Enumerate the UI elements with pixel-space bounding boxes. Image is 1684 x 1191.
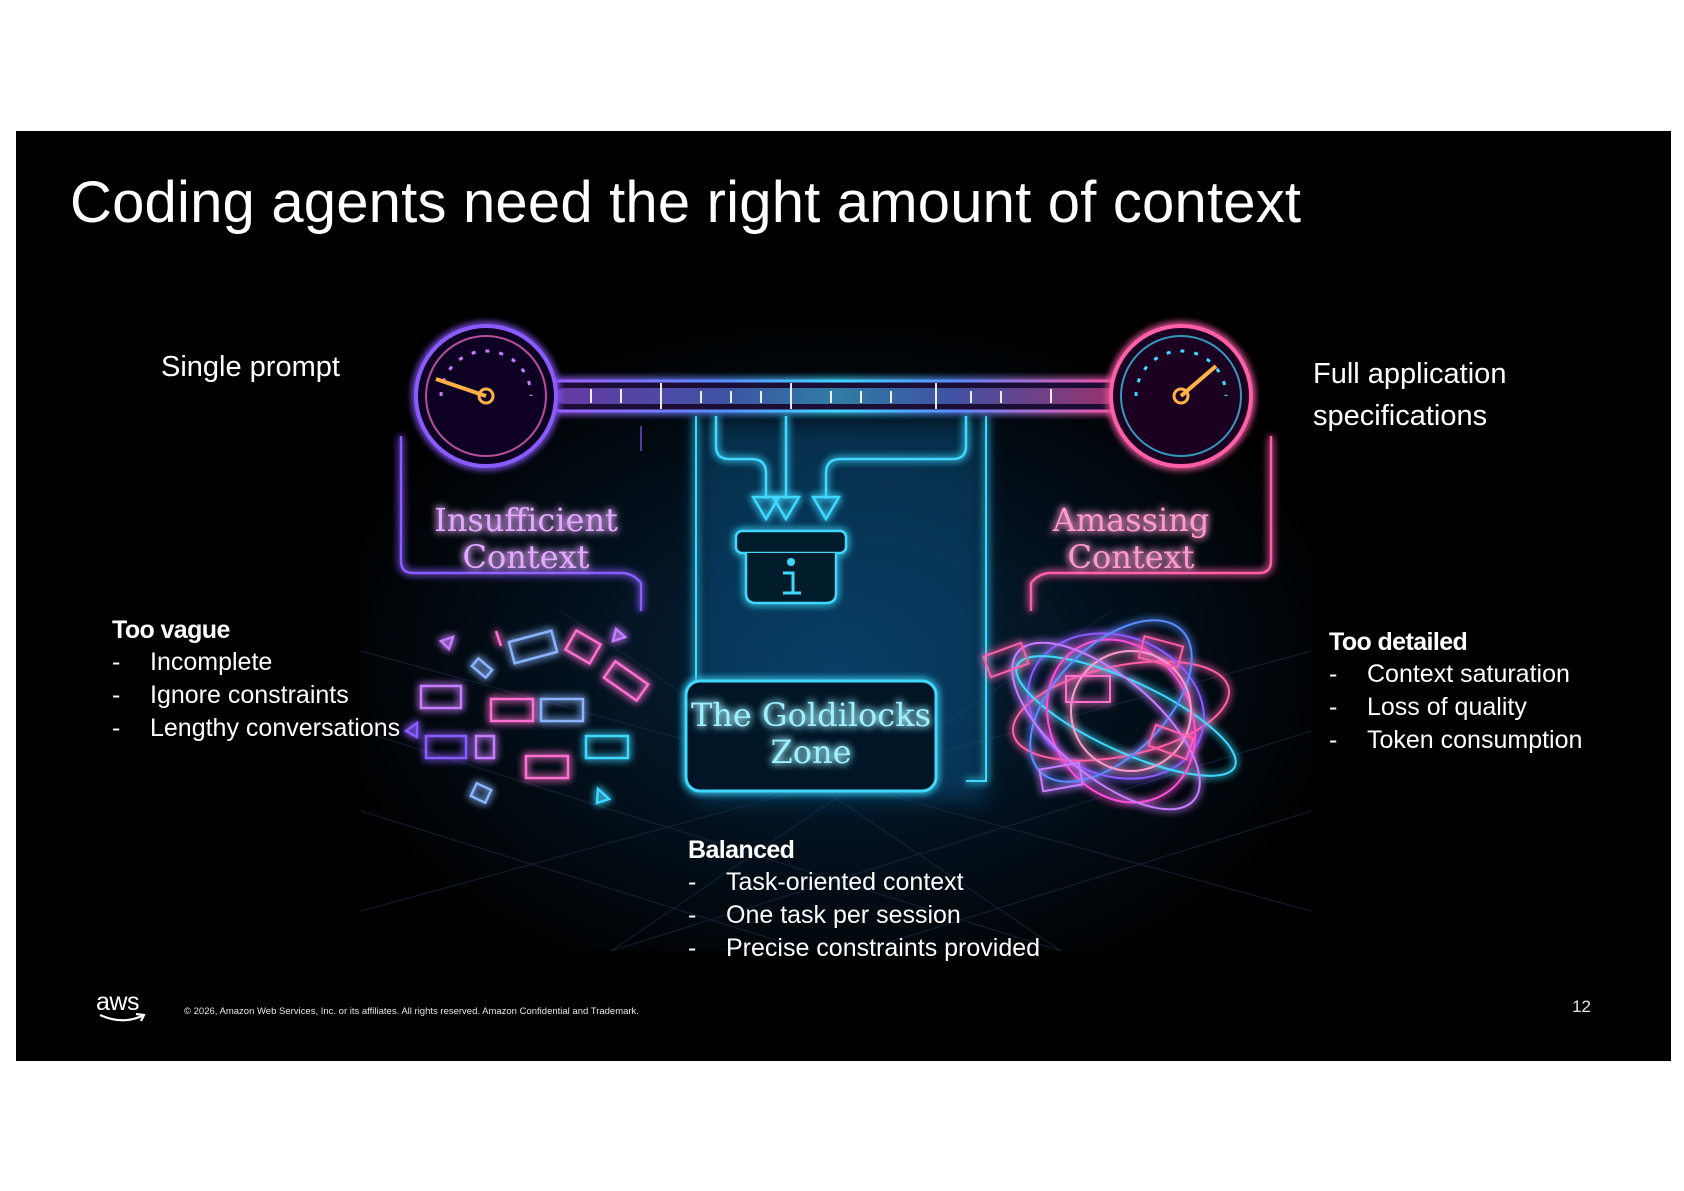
balanced-list: - Task-oriented context - One task per ses… bbox=[688, 866, 1040, 965]
list-item-text: Precise constraints provided bbox=[726, 934, 1041, 962]
list-item: - Task-oriented context bbox=[688, 866, 1040, 899]
list-dash: - bbox=[112, 681, 121, 709]
list-item-text: Context saturation bbox=[1367, 660, 1570, 688]
list-item: - Incomplete bbox=[112, 646, 400, 679]
right-panel-frame bbox=[1029, 436, 1273, 611]
list-dash: - bbox=[112, 648, 121, 676]
list-item-text: Incomplete bbox=[150, 648, 273, 676]
list-item: - Ignore constraints bbox=[112, 679, 400, 712]
info-box-icon bbox=[734, 529, 848, 605]
list-item-text: Loss of quality bbox=[1367, 693, 1527, 721]
too-vague-list: - Incomplete - Ignore constraints - Lengthy… bbox=[112, 646, 400, 745]
list-dash: - bbox=[1329, 726, 1338, 754]
aws-logo: aws bbox=[96, 989, 150, 1023]
list-dash: - bbox=[1329, 693, 1338, 721]
list-item: - One task per session bbox=[688, 899, 1040, 932]
list-item-text: Task-oriented context bbox=[726, 868, 964, 896]
gauge-icon bbox=[1109, 324, 1253, 468]
meter-ticks bbox=[590, 383, 1052, 409]
full-specs-label-line1: Full application bbox=[1313, 358, 1507, 390]
context-meter-fill bbox=[556, 388, 1116, 404]
list-dash: - bbox=[112, 714, 121, 742]
list-item: - Precise constraints provided bbox=[688, 932, 1040, 965]
goldilocks-line1: The Goldilocks bbox=[691, 696, 931, 734]
list-item-text: Token consumption bbox=[1367, 726, 1583, 754]
left-panel-line1: Insufficient bbox=[434, 501, 618, 539]
too-detailed-list: - Context saturation - Loss of quality - To… bbox=[1329, 658, 1582, 757]
right-panel-line2: Context bbox=[1067, 538, 1194, 576]
too-detailed-section: Too detailed - Context saturation - Loss o… bbox=[1329, 626, 1582, 757]
list-item: - Token consumption bbox=[1329, 724, 1582, 757]
list-dash: - bbox=[688, 934, 697, 962]
list-dash: - bbox=[688, 901, 697, 929]
goldilocks-box bbox=[684, 679, 938, 793]
page-number: 12 bbox=[1572, 997, 1591, 1016]
right-panel-line1: Amassing bbox=[1052, 501, 1210, 539]
context-diagram: Insufficient Context Amassing Context Th… bbox=[361, 311, 1311, 951]
scattered-blocks bbox=[403, 626, 650, 805]
list-item: - Lengthy conversations bbox=[112, 712, 400, 745]
single-prompt-label: Single prompt bbox=[161, 351, 340, 383]
full-specs-label: Full application specifications bbox=[1313, 353, 1506, 437]
down-arrow-icon bbox=[714, 416, 968, 522]
list-item-text: Lengthy conversations bbox=[150, 714, 401, 742]
too-vague-section: Too vague - Incomplete - Ignore constraint… bbox=[112, 614, 400, 745]
gauge-icon bbox=[414, 324, 558, 468]
slide: Coding agents need the right amount of c… bbox=[16, 131, 1671, 1061]
balanced-section: Balanced - Task-oriented context - One tas… bbox=[688, 834, 1040, 965]
tangled-lines bbox=[982, 619, 1237, 811]
list-item: - Loss of quality bbox=[1329, 691, 1582, 724]
balanced-heading: Balanced bbox=[688, 836, 795, 864]
slide-title: Coding agents need the right amount of c… bbox=[70, 170, 1302, 235]
list-item-text: Ignore constraints bbox=[150, 681, 349, 709]
aws-logo-text: aws bbox=[96, 988, 139, 1016]
list-item-text: One task per session bbox=[726, 901, 961, 929]
list-dash: - bbox=[688, 868, 697, 896]
list-item: - Context saturation bbox=[1329, 658, 1582, 691]
goldilocks-line2: Zone bbox=[770, 733, 851, 771]
left-panel-line2: Context bbox=[462, 538, 589, 576]
left-panel-frame bbox=[399, 436, 643, 611]
too-vague-heading: Too vague bbox=[112, 616, 230, 644]
copyright-text: © 2026, Amazon Web Services, Inc. or its… bbox=[184, 1006, 639, 1017]
smile-arrow-icon bbox=[99, 1013, 146, 1022]
too-detailed-heading: Too detailed bbox=[1329, 628, 1468, 656]
list-dash: - bbox=[1329, 660, 1338, 688]
full-specs-label-line2: specifications bbox=[1313, 400, 1488, 432]
